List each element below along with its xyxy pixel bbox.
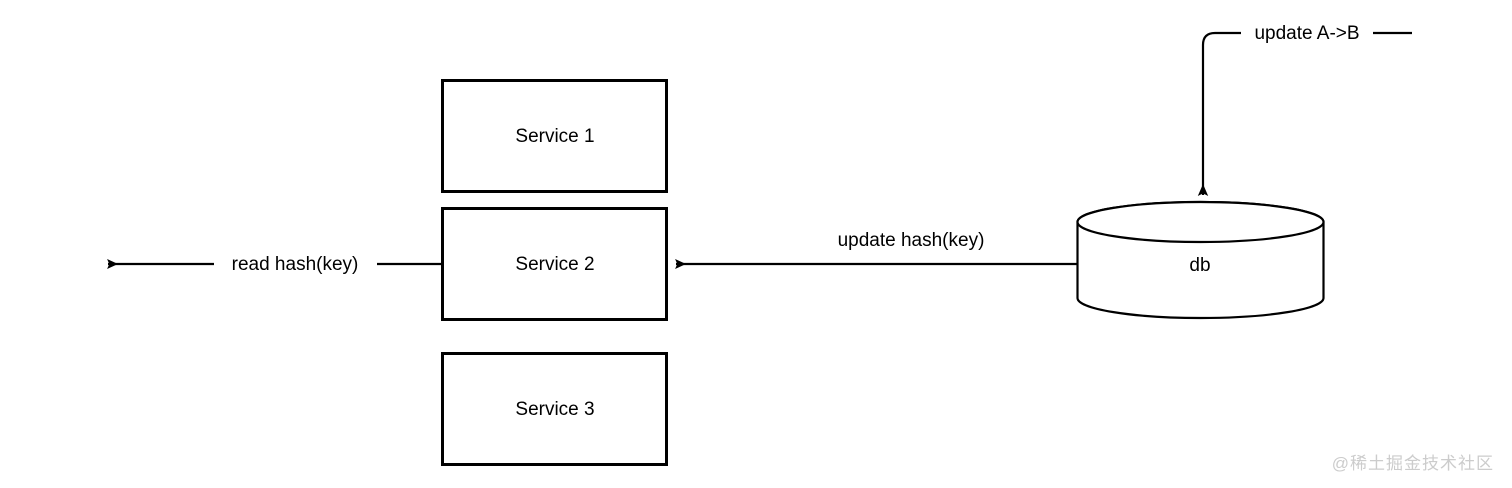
service-3-label: Service 3: [515, 399, 594, 420]
read-hash-key-label: read hash(key): [232, 254, 359, 275]
edge-read-hash-key: read hash(key): [107, 252, 441, 277]
node-db[interactable]: db: [1076, 200, 1325, 320]
edge-update-a-to-b: update A->B: [1197, 21, 1412, 196]
watermark-text: @稀土掘金技术社区: [1331, 454, 1494, 473]
service-1-box[interactable]: [441, 79, 668, 193]
service-3-box[interactable]: [441, 352, 668, 466]
update-a-to-b-label: update A->B: [1254, 23, 1359, 44]
update-hash-key-label: update hash(key): [838, 230, 985, 251]
node-service-1[interactable]: Service 1: [441, 79, 668, 193]
node-service-2[interactable]: Service 2: [441, 207, 668, 321]
edge-update-hash-key: update hash(key): [675, 230, 1077, 269]
update-a-to-b-label-backdrop: [1241, 21, 1373, 46]
service-1-label: Service 1: [515, 126, 594, 147]
read-hash-key-label-backdrop: [214, 252, 377, 277]
db-cylinder-top: [1076, 200, 1325, 244]
node-service-3[interactable]: Service 3: [441, 352, 668, 466]
db-label: db: [1189, 255, 1210, 276]
update-a-to-b-arrow-path: [1197, 31, 1412, 196]
service-2-box[interactable]: [441, 207, 668, 321]
service-2-label: Service 2: [515, 254, 594, 275]
